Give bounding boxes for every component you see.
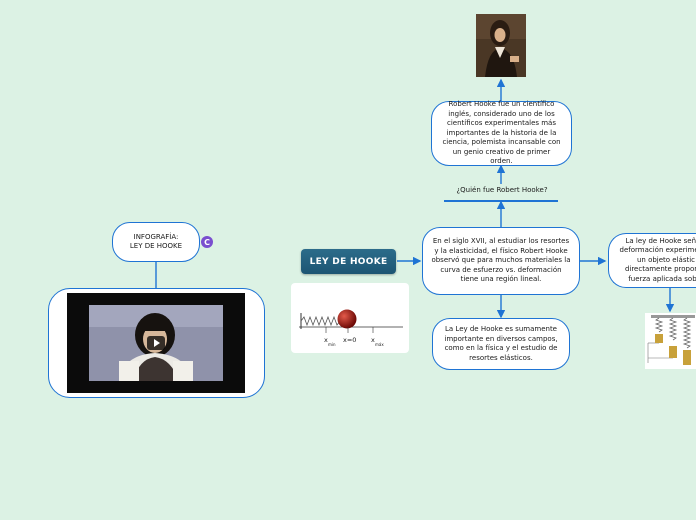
springs-drawing <box>647 315 695 365</box>
springs-image <box>645 313 696 369</box>
play-icon[interactable] <box>147 336 165 350</box>
center-node-text: En el siglo XVII, al estudiar los resort… <box>431 237 571 284</box>
portrait-figure <box>476 14 526 77</box>
bio-node-text: Robert Hooke fue un científico inglés, c… <box>442 100 561 166</box>
infografia-node[interactable]: INFOGRAFÍA: LEY DE HOOKE <box>112 222 200 262</box>
label-x-zero: x=0 <box>343 336 356 344</box>
label-x-max: x <box>371 336 375 344</box>
question-label[interactable]: ¿Quién fue Robert Hooke? <box>456 186 548 194</box>
law-node[interactable]: La ley de Hooke señala deformación exper… <box>608 233 696 288</box>
spring-diagram-drawing: x min x=0 x máx <box>299 309 403 347</box>
importance-node[interactable]: La Ley de Hooke es sumamente importante … <box>432 318 570 370</box>
question-label-underline <box>444 200 558 202</box>
importance-node-text: La Ley de Hooke es sumamente importante … <box>444 325 558 362</box>
video-player[interactable] <box>67 293 245 393</box>
law-node-text: La ley de Hooke señala deformación exper… <box>619 236 696 283</box>
label-x-max-sub: máx <box>375 342 384 347</box>
infografia-node-text: INFOGRAFÍA: LEY DE HOOKE <box>129 232 183 251</box>
c-badge-icon[interactable] <box>201 236 213 248</box>
spring-coil <box>300 315 341 327</box>
robert-hooke-portrait <box>476 14 526 77</box>
label-x-min: x <box>324 336 328 344</box>
spring-diagram: x min x=0 x máx <box>291 283 409 353</box>
label-x-min-sub: min <box>328 342 336 347</box>
center-node[interactable]: En el siglo XVII, al estudiar los resort… <box>422 227 580 295</box>
spring-mass <box>337 309 357 329</box>
main-title[interactable]: LEY DE HOOKE <box>301 249 396 274</box>
bio-node[interactable]: Robert Hooke fue un científico inglés, c… <box>431 100 572 166</box>
video-thumbnail <box>89 305 223 381</box>
